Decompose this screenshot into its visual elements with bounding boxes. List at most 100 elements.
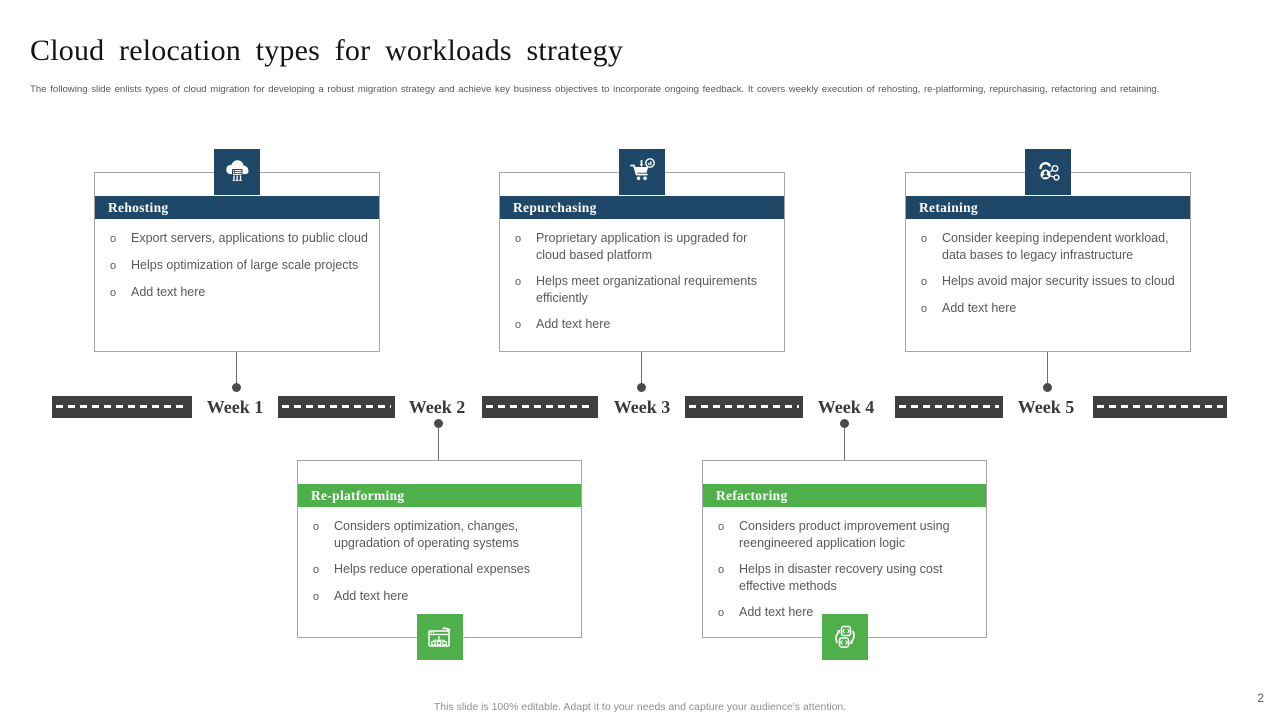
road-dash-line (899, 405, 999, 408)
card-header-refactoring: Refactoring (703, 484, 986, 507)
connector-line (438, 427, 439, 460)
cloud-server-icon (214, 149, 260, 195)
connector-line (1047, 352, 1048, 384)
bullet-item: o Export servers, applications to public… (107, 230, 369, 248)
bullet-marker: o (515, 276, 522, 288)
card-body: o Consider keeping independent workload,… (906, 219, 1190, 318)
connector-dot (1043, 383, 1052, 392)
road-dash-line (486, 405, 594, 408)
card-title: Retaining (919, 200, 978, 215)
week-label-2: Week 2 (408, 397, 466, 417)
road-dash-line (56, 405, 188, 408)
card-header-rehosting: Rehosting (95, 196, 379, 219)
bullet-text: Considers product improvement using reen… (739, 519, 950, 550)
bullet-text: Add text here (739, 605, 814, 619)
connector-line (844, 427, 845, 460)
bullet-item: o Helps reduce operational expenses (310, 561, 571, 579)
bullet-marker: o (110, 287, 117, 299)
bullet-text: Export servers, applications to public c… (131, 231, 368, 245)
card-refactoring: Refactoring o Considers product improvem… (702, 460, 987, 660)
week-label-1: Week 1 (206, 397, 264, 417)
bullet-item: o Helps in disaster recovery using cost … (715, 561, 976, 595)
bullet-item: o Add text here (310, 588, 571, 606)
road-dash-line (1097, 405, 1223, 408)
page-number: 2 (1257, 691, 1264, 705)
card-header-retaining: Retaining (906, 196, 1190, 219)
bullet-item: o Helps meet organizational requirements… (512, 273, 774, 307)
bullet-marker: o (718, 564, 725, 576)
card-body: o Considers optimization, changes, upgra… (298, 507, 581, 606)
road-segment (1093, 396, 1227, 418)
card-title: Re-platforming (311, 488, 405, 503)
week-label-4: Week 4 (817, 397, 875, 417)
bullet-item: o Helps avoid major security issues to c… (918, 273, 1180, 291)
bullet-item: o Add text here (918, 300, 1180, 318)
connector-line (641, 352, 642, 384)
bullet-marker: o (921, 276, 928, 288)
connector-line (236, 352, 237, 384)
bullet-marker: o (110, 233, 117, 245)
card-body: o Export servers, applications to public… (95, 219, 379, 302)
bullet-text: Proprietary application is upgraded for … (536, 231, 748, 262)
card-replatforming: Re-platforming o Considers optimization,… (297, 460, 582, 660)
road-segment (895, 396, 1003, 418)
card-body: o Considers product improvement using re… (703, 507, 986, 622)
bullet-marker: o (718, 607, 725, 619)
bullet-marker: o (313, 564, 320, 576)
card-title: Repurchasing (513, 200, 597, 215)
bullet-text: Add text here (942, 301, 1017, 315)
bullet-text: Considers optimization, changes, upgrada… (334, 519, 519, 550)
bullet-marker: o (313, 591, 320, 603)
card-header-replatforming: Re-platforming (298, 484, 581, 507)
road-segment (52, 396, 192, 418)
slide-subtitle: The following slide enlists types of clo… (30, 84, 1160, 95)
bullet-text: Helps reduce operational expenses (334, 562, 530, 576)
bullet-item: o Add text here (512, 316, 774, 334)
editable-note: This slide is 100% editable. Adapt it to… (433, 701, 847, 713)
bullet-text: Helps optimization of large scale projec… (131, 258, 359, 272)
bullet-item: o Add text here (107, 284, 369, 302)
platform-window-refresh-icon (416, 614, 463, 660)
road-dash-line (689, 405, 799, 408)
bullet-item: o Add text here (715, 604, 976, 622)
page-title: Cloud relocation types for workloads str… (30, 34, 624, 67)
connector-dot (232, 383, 241, 392)
week-label-5: Week 5 (1017, 397, 1075, 417)
card-retaining: Retaining o Consider keeping independent… (905, 149, 1191, 352)
bullet-item: o Helps optimization of large scale proj… (107, 257, 369, 275)
bullet-item: o Considers product improvement using re… (715, 518, 976, 552)
bullet-text: Consider keeping independent workload, d… (942, 231, 1169, 262)
bullet-item: o Consider keeping independent workload,… (918, 230, 1180, 264)
bullet-text: Add text here (334, 589, 409, 603)
connector-dot (434, 419, 443, 428)
bullet-marker: o (110, 260, 117, 272)
bullet-item: o Proprietary application is upgraded fo… (512, 230, 774, 264)
card-repurchasing: Repurchasing o Proprietary application i… (499, 149, 785, 352)
bullet-marker: o (921, 303, 928, 315)
cart-upgrade-icon (619, 149, 665, 195)
code-refactor-cycle-icon (821, 614, 868, 660)
card-header-repurchasing: Repurchasing (500, 196, 784, 219)
bullet-marker: o (515, 233, 522, 245)
bullet-text: Helps avoid major security issues to clo… (942, 274, 1175, 288)
bullet-marker: o (718, 521, 725, 533)
card-body: o Proprietary application is upgraded fo… (500, 219, 784, 334)
card-title: Rehosting (108, 200, 169, 215)
bullet-marker: o (515, 319, 522, 331)
bullet-text: Add text here (536, 317, 611, 331)
road-dash-line (282, 405, 391, 408)
network-users-icon (1025, 149, 1071, 195)
bullet-text: Helps meet organizational requirements e… (536, 274, 757, 305)
connector-dot (840, 419, 849, 428)
road-segment (482, 396, 598, 418)
bullet-marker: o (313, 521, 320, 533)
road-segment (278, 396, 395, 418)
bullet-item: o Considers optimization, changes, upgra… (310, 518, 571, 552)
card-title: Refactoring (716, 488, 788, 503)
bullet-text: Helps in disaster recovery using cost ef… (739, 562, 943, 593)
road-segment (685, 396, 803, 418)
bullet-marker: o (921, 233, 928, 245)
card-rehosting: Rehosting o Export servers, applications… (94, 149, 380, 352)
connector-dot (637, 383, 646, 392)
